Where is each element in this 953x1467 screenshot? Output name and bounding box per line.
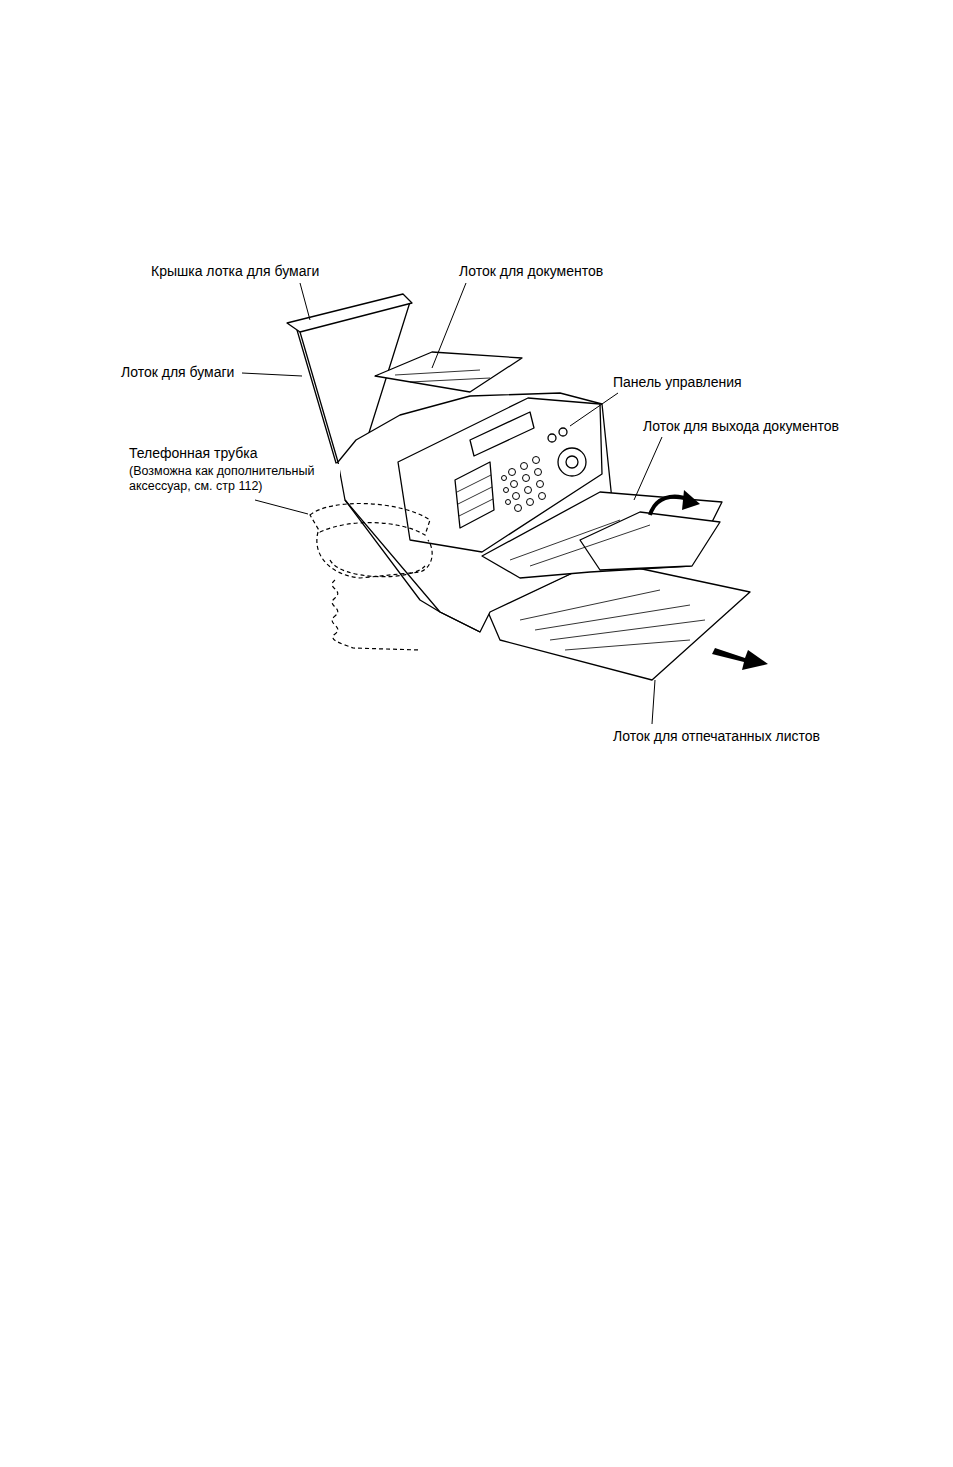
pull-arrow (712, 648, 768, 670)
document-tray (375, 352, 522, 392)
part-label: Крышка лотка для бумаги (150, 263, 320, 280)
part-label: Лоток для бумаги (120, 364, 235, 381)
optional-handset (310, 504, 432, 650)
part-label: Лоток для отпечатанных листов (612, 728, 821, 745)
leader-lines (242, 283, 662, 724)
display (470, 412, 534, 456)
part-label: Панель управления (612, 374, 743, 391)
part-label: Телефонная трубка (128, 445, 259, 462)
part-label: Лоток для выхода документов (642, 418, 840, 435)
part-label: (Возможна как дополнительный аксессуар, … (128, 464, 340, 494)
part-label: Лоток для документов (458, 263, 604, 280)
fold-arrowhead (682, 490, 700, 510)
paper-tray-cover (287, 294, 412, 332)
one-touch-keys (455, 462, 494, 528)
